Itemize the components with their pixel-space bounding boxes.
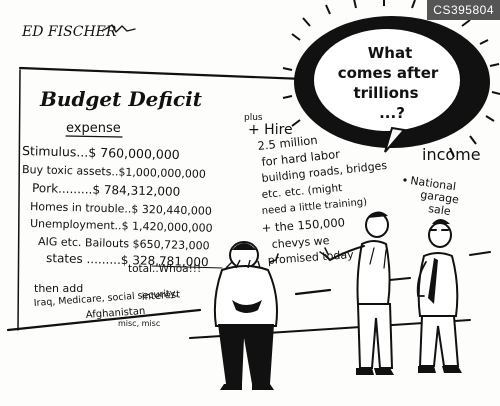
then-add-line: Afghanistan xyxy=(85,306,145,321)
artist-signature: ED FISCHER xyxy=(21,24,117,40)
then-add-block: then add Iraq, Medicare, social security… xyxy=(33,282,180,328)
income-header: income xyxy=(422,145,481,164)
expense-line: AIG etc. Bailouts $650,723,000 xyxy=(38,235,210,252)
hire-line: need a little training) xyxy=(261,197,367,217)
expense-line: Pork.........$ 784,312,000 xyxy=(32,181,180,199)
figure-glasses-man xyxy=(416,219,462,373)
then-add-line: interest xyxy=(141,289,180,303)
bubble-line: trillions xyxy=(353,84,418,102)
plus-label: plus xyxy=(244,113,263,123)
figure-pointing-man xyxy=(319,211,394,375)
board-title: Budget Deficit xyxy=(39,87,203,111)
expense-underline xyxy=(65,135,123,138)
hire-line: + Hire xyxy=(248,122,293,138)
speech-bubble-text: What comes after trillions ...? xyxy=(338,44,439,122)
signature-flourish xyxy=(103,24,136,33)
speech-bubble-tail xyxy=(384,126,406,153)
total-underline xyxy=(151,265,223,269)
figure-heavyset-man xyxy=(213,241,279,390)
hire-line: + the 150,000 xyxy=(261,215,345,235)
hire-line: chevys we xyxy=(271,234,330,251)
expense-list: Stimulus...$ 760,000,000 Buy toxic asset… xyxy=(22,143,213,269)
expense-line: Unemployment..$ 1,420,000,000 xyxy=(30,217,213,235)
income-block: National garage sale xyxy=(410,174,460,218)
hire-line: etc. etc. (might xyxy=(261,182,342,201)
income-line: garage xyxy=(420,188,460,206)
then-add-line: then add xyxy=(34,282,83,295)
hire-line: promised today xyxy=(267,248,354,267)
income-line: sale xyxy=(428,202,452,218)
then-add-line: misc, misc xyxy=(118,319,160,328)
bubble-line: What xyxy=(368,44,413,62)
expense-line: states .........$ 328,781,000 xyxy=(46,251,209,269)
total-line: total..Whoa!!! xyxy=(128,263,201,275)
watermark: CS395804 xyxy=(427,0,500,20)
hire-line: 2.5 million xyxy=(257,133,318,153)
bubble-line: comes after xyxy=(338,64,439,82)
expense-line: Buy toxic assets..$1,000,000,000 xyxy=(22,163,206,181)
expense-line: Stimulus...$ 760,000,000 xyxy=(22,143,180,162)
expense-line: Homes in trouble..$ 320,440,000 xyxy=(30,200,212,218)
bullet-dot xyxy=(403,178,407,182)
income-line: National xyxy=(410,174,457,193)
expense-header: expense xyxy=(66,121,121,136)
speech-bubble xyxy=(312,27,462,133)
bubble-line: ...? xyxy=(379,104,405,122)
